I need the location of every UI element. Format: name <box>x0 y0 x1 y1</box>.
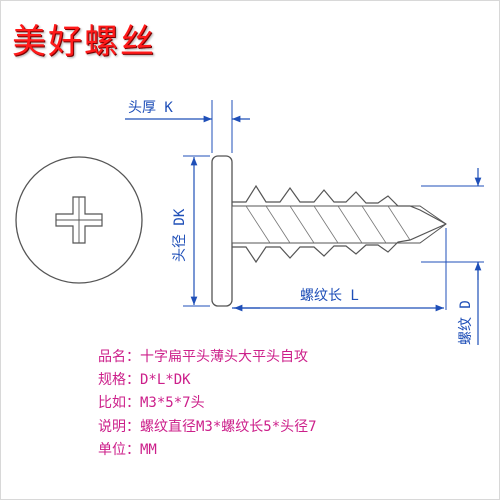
thread-length-dimension: 螺纹长 L <box>232 228 447 312</box>
spec-value: D*L*DK <box>140 372 191 389</box>
brand-title: 美好螺丝 <box>12 22 156 62</box>
head-thickness-label: 头厚 K <box>128 100 173 116</box>
spec-value: 螺纹直径M3*螺纹长5*头径7 <box>140 418 317 435</box>
screw-shank <box>231 184 447 264</box>
screw-head-side-view <box>211 155 233 307</box>
thread-length-label: 螺纹长 L <box>300 288 359 304</box>
screw-head-front-view <box>15 156 143 284</box>
head-diameter-dimension: 头径 DK <box>172 155 210 307</box>
spec-row-explanation: 说明：螺纹直径M3*螺纹长5*头径7 <box>98 416 317 439</box>
spec-value: 十字扁平头薄头大平头自攻 <box>140 349 308 365</box>
spec-label: 说明： <box>98 418 140 435</box>
thread-diameter-dimension: 螺纹 D <box>421 168 484 345</box>
head-diameter-label: 头径 DK <box>172 208 188 262</box>
spec-row-example: 比如：M3*5*7头 <box>98 392 317 415</box>
spec-row-unit: 单位：MM <box>98 439 317 462</box>
spec-label: 单位： <box>98 441 140 458</box>
phillips-cross-icon <box>55 196 103 244</box>
spec-value: M3*5*7头 <box>140 395 205 412</box>
spec-row-name: 品名：十字扁平头薄头大平头自攻 <box>98 346 317 369</box>
spec-value: MM <box>140 441 157 458</box>
thread-diameter-label: 螺纹 D <box>458 300 474 345</box>
head-thickness-dimension: 头厚 K <box>125 100 250 153</box>
spec-label: 比如： <box>98 395 140 412</box>
spec-label: 品名： <box>98 349 140 365</box>
spec-list: 品名：十字扁平头薄头大平头自攻 规格：D*L*DK 比如：M3*5*7头 说明：… <box>98 346 317 462</box>
spec-label: 规格： <box>98 372 140 389</box>
spec-row-format: 规格：D*L*DK <box>98 369 317 392</box>
